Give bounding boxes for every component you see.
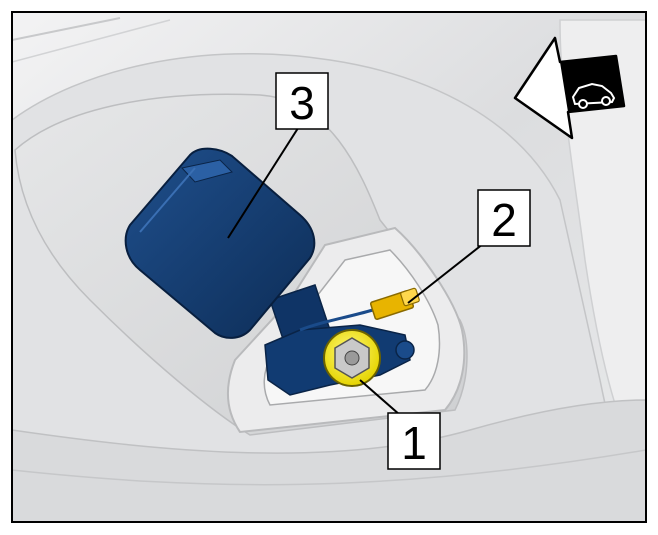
callout-label-2: 2 — [491, 194, 517, 246]
mounting-bolt — [323, 329, 381, 387]
seat-belt-buckle — [124, 147, 316, 339]
callout-label-3: 3 — [289, 77, 315, 129]
buckle-release-button — [181, 159, 233, 183]
seat-cushion-seam — [12, 449, 646, 486]
figure-frame — [11, 11, 647, 523]
callout-1: 1 — [387, 412, 441, 470]
sensor-wire — [299, 308, 374, 332]
forward-direction-car-icon — [513, 36, 626, 140]
electrical-connector — [369, 287, 420, 320]
callout-label-1: 1 — [401, 417, 427, 469]
bracket-pivot — [395, 340, 415, 360]
trim-line — [12, 19, 171, 63]
leader-line-1 — [359, 379, 401, 416]
leader-line-3 — [227, 124, 301, 239]
callout-2: 2 — [477, 189, 531, 247]
trim-line — [12, 17, 121, 41]
callout-3: 3 — [275, 72, 329, 130]
buckle-edge-highlight — [139, 167, 196, 233]
leader-line-2 — [407, 239, 489, 304]
seat-cushion — [12, 399, 646, 522]
